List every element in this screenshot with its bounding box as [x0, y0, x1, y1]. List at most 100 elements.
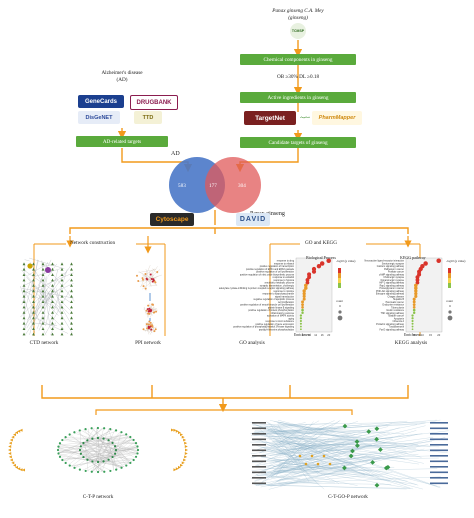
ctp-compound-node [173, 428, 177, 432]
ctd-edge [24, 259, 30, 262]
ctp-compound-node [178, 431, 181, 435]
chart-term-label: Hepatitis B [393, 298, 405, 301]
ctgop-edge [277, 456, 383, 481]
ctd-edge [26, 272, 74, 293]
ctp-node [64, 436, 67, 439]
ctp-edge [95, 428, 109, 462]
chart-term-label: response to estradiol [273, 276, 295, 279]
chart-point [412, 305, 416, 309]
ctgop-edge [271, 421, 340, 451]
ctd-target-node [60, 311, 64, 314]
ctgop-edge [260, 443, 386, 448]
ctgop-label-node [430, 455, 448, 457]
ctp-edge [83, 442, 121, 469]
chart-legend-swatch [338, 268, 341, 273]
ctp-network-label: C-T-P network [82, 494, 114, 500]
ctgop-edge [254, 432, 431, 447]
ctd-target-node [60, 316, 64, 320]
chart-term-label: response to drug [277, 260, 295, 263]
ctd-target-node [32, 267, 35, 271]
ctgop-label-node [430, 444, 448, 446]
ctgop-edge [257, 465, 358, 486]
ctd-target-node [41, 316, 45, 320]
chart-term-label: positive regulation of nitric oxide bios… [240, 273, 295, 276]
ppi-node [148, 320, 151, 323]
venn-count-left: 583 [178, 183, 186, 189]
ctd-target-node [32, 289, 35, 293]
ctgop-edge [266, 421, 323, 463]
ctd-edge [21, 288, 74, 299]
ctd-target-node [51, 332, 54, 336]
ctgop-edge [255, 474, 335, 484]
ctp-compound-node [184, 451, 188, 455]
ctgop-target-node [342, 423, 348, 429]
chart-point [412, 297, 416, 301]
ctd-target-node [32, 327, 35, 330]
chart-legend-swatch [338, 283, 341, 288]
ctd-target-node [22, 262, 26, 266]
swisstarget-logo: SwissTargetPrediction [300, 111, 310, 125]
chart-term-label: Influenza A [393, 320, 405, 323]
chart-point [415, 280, 420, 285]
ctd-hub-node [27, 263, 33, 269]
ppi-node [149, 321, 152, 324]
ctp-node [107, 458, 110, 461]
venn-diagram [169, 157, 261, 213]
ctp-node [111, 441, 114, 445]
ctd-edge [38, 315, 46, 331]
ppi-node [155, 310, 158, 313]
ctp-node [136, 445, 139, 448]
ctgop-edge [266, 485, 411, 489]
ctgop-network-label: C-T-GO-P network [328, 494, 368, 500]
ctgop-edge [253, 484, 407, 490]
ctp-edge [80, 447, 138, 453]
chart-term-label: Chagas disease [388, 296, 405, 298]
ctd-target-node [41, 262, 45, 266]
chart-term-label: Dopaminergic synapse [381, 279, 405, 282]
ctp-edge [108, 440, 138, 453]
ctp-compound-node [13, 433, 17, 437]
ctgop-edge [274, 445, 325, 490]
chart-legend-swatch [448, 268, 451, 273]
ctd-edge [21, 269, 60, 313]
ctd-target-node [32, 316, 35, 320]
ctp-node [114, 429, 118, 432]
ppi-node [153, 311, 156, 314]
ctd-edge [45, 294, 54, 327]
ctp-compound-node [9, 438, 13, 442]
ctgop-label-node [430, 433, 448, 435]
ppi-node [147, 327, 150, 330]
chart-point [411, 325, 414, 328]
ppi-node [154, 281, 157, 284]
species-common: (ginseng) [288, 15, 308, 21]
ctd-hub-node [45, 267, 51, 273]
kegg-chart-title: KEGG pathway [400, 255, 426, 260]
ctgop-edge [260, 468, 357, 488]
ppi-edge [144, 329, 151, 331]
ctp-node [132, 458, 135, 462]
ctp-edge [90, 439, 138, 452]
ctp-edge [98, 461, 123, 468]
ctgop-target-node [385, 464, 391, 470]
ctgop-edge [275, 461, 374, 476]
ppi-node [152, 303, 155, 306]
ctd-target-node [22, 311, 26, 314]
ctd-target-node [60, 273, 64, 276]
ctp-compound-node [184, 445, 188, 449]
ppi-node [150, 324, 153, 327]
ctd-target-node [22, 321, 26, 325]
ctp-compound-node [184, 441, 188, 445]
ctp-node [103, 470, 106, 473]
ctd-target-node [70, 332, 73, 336]
chart-point [299, 314, 303, 317]
ctgop-edge [276, 451, 408, 482]
ctgop-edge [276, 421, 341, 452]
ppi-edge [149, 266, 158, 279]
ctgop-edge [253, 419, 441, 458]
ctp-edge [100, 428, 104, 439]
ppi-node [144, 273, 147, 276]
ctp-node [86, 439, 89, 442]
chart-point [307, 272, 312, 277]
chart-point [302, 294, 306, 298]
ctgop-label-node [252, 449, 266, 452]
